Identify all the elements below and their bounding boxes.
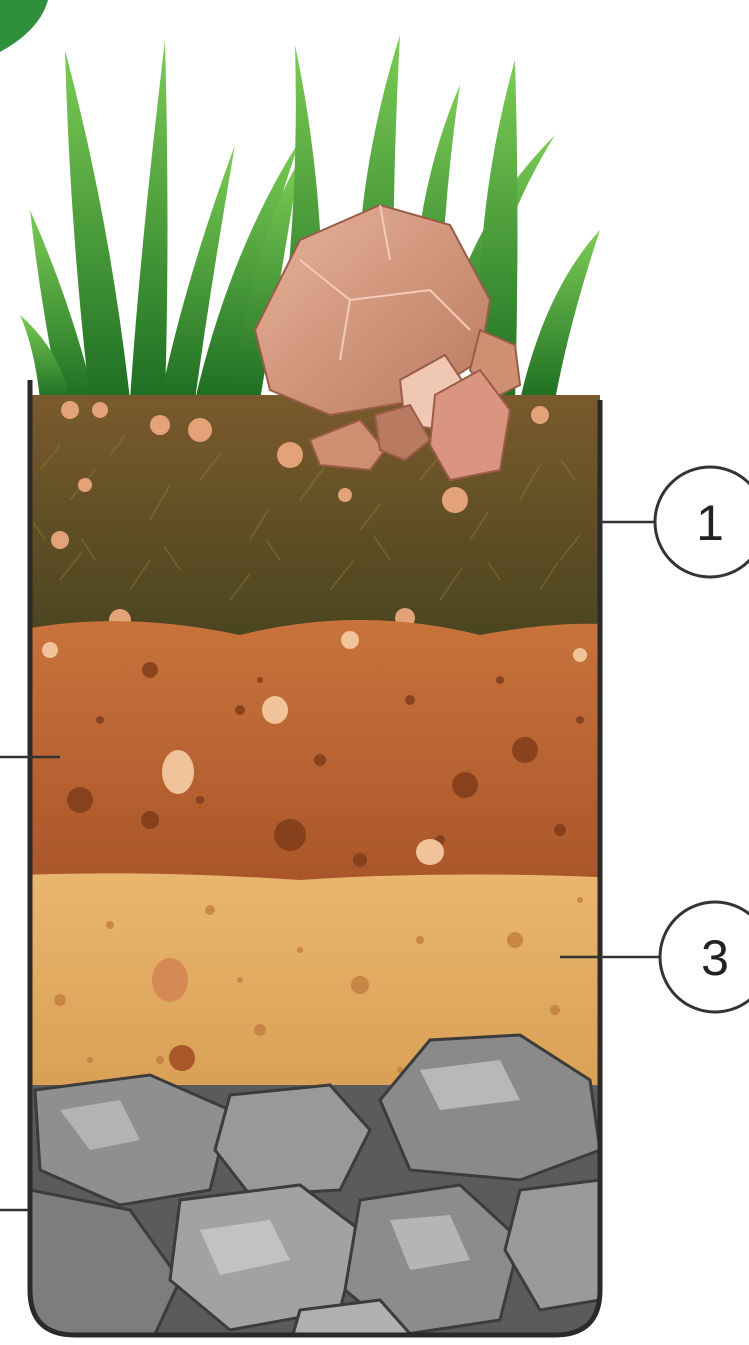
layer-topsoil — [20, 395, 620, 640]
callout-label-3: 3 — [701, 930, 729, 986]
callout-3: 3 — [660, 902, 749, 1012]
callout-label-1: 1 — [696, 495, 724, 551]
callout-1: 1 — [655, 467, 749, 577]
corner-badge-shape — [0, 0, 48, 52]
